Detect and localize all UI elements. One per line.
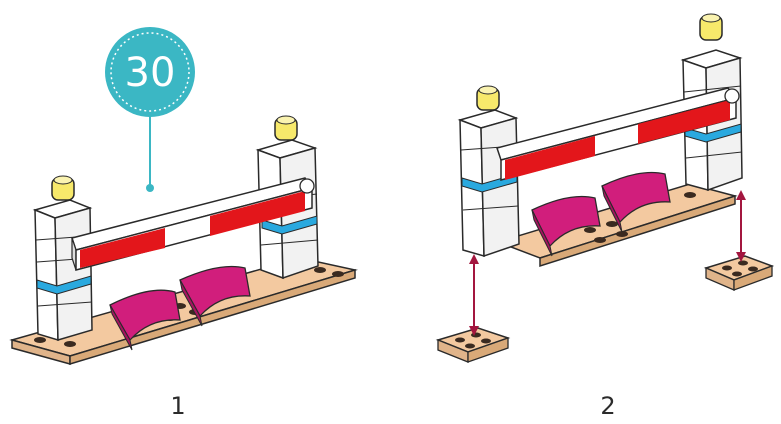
step-number-badge: 30 xyxy=(105,27,195,117)
step-1-model: 30 xyxy=(12,27,355,364)
double-arrow-right xyxy=(736,190,746,262)
step-2-model xyxy=(438,14,772,362)
step-2-label: 2 xyxy=(588,392,628,420)
double-arrow-left xyxy=(469,254,479,336)
badge-number: 30 xyxy=(125,50,176,96)
step-1-label: 1 xyxy=(158,392,198,420)
loose-tan-plate-right xyxy=(706,256,772,290)
